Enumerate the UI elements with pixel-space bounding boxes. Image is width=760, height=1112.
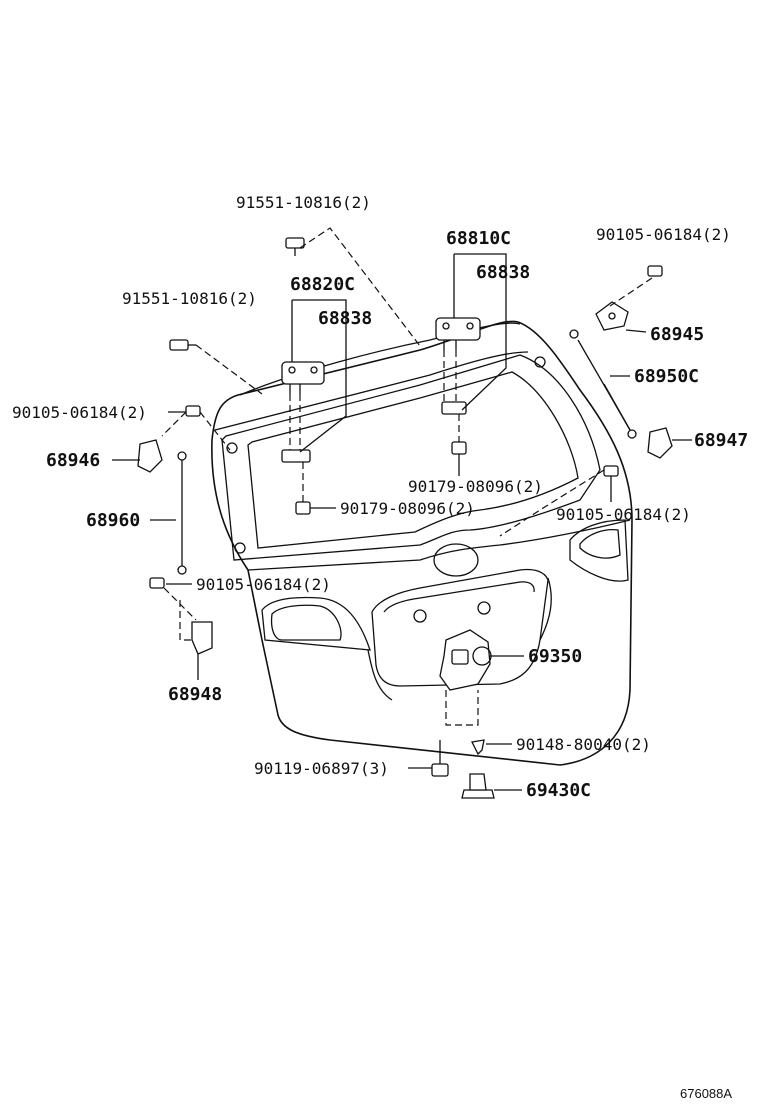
bolt-right-top-part — [647, 265, 663, 277]
bolt-lock-part — [431, 740, 449, 777]
label-bracket-r: 68945 — [650, 324, 704, 345]
label-screw: 90148-80040(2) — [516, 735, 651, 754]
bracket-right-upper-part — [595, 301, 629, 331]
label-hinge-l-sub: 68838 — [318, 308, 372, 329]
label-bolt-lock: 90119-06897(3) — [254, 759, 389, 778]
leader-lines — [112, 227, 692, 791]
label-bolt-left: 91551-10816(2) — [122, 289, 257, 308]
stay-left-part — [177, 451, 187, 575]
label-striker: 69430C — [526, 780, 591, 801]
label-bracket-l2: 68948 — [168, 684, 222, 705]
label-bracket-l: 68946 — [46, 450, 100, 471]
striker-part — [461, 773, 495, 799]
bolt-left-part — [169, 339, 196, 351]
bolt-right-mid-part — [603, 465, 619, 477]
label-bolt-right-top: 90105-06184(2) — [596, 225, 731, 244]
hinge-left-part — [281, 361, 325, 515]
label-bolt-right-mid: 90105-06184(2) — [556, 505, 691, 524]
label-bolt-left-top: 90105-06184(2) — [12, 403, 147, 422]
diagram-code: 676088A — [680, 1086, 732, 1101]
bracket-left-upper-part — [137, 439, 163, 473]
label-hinge-c: 68810C — [446, 228, 511, 249]
bolt-left-top-part — [185, 405, 201, 417]
screw-part — [471, 739, 485, 756]
label-stay-r: 68950C — [634, 366, 699, 387]
bracket-right-lower-part — [647, 427, 673, 459]
label-bolt-left-low: 90105-06184(2) — [196, 575, 331, 594]
label-nut-left: 90179-08096(2) — [340, 499, 475, 518]
label-bracket-r2: 68947 — [694, 430, 748, 451]
label-hinge-c-sub: 68838 — [476, 262, 530, 283]
label-hinge-l: 68820C — [290, 274, 355, 295]
hinge-center-part — [435, 317, 481, 455]
label-bolt-top: 91551-10816(2) — [236, 193, 371, 212]
bracket-left-lower-part — [191, 621, 213, 655]
label-lock: 69350 — [528, 646, 582, 667]
lock-assembly-part — [439, 629, 492, 726]
bolt-left-low-part — [149, 577, 165, 589]
back-door-panel — [211, 320, 633, 766]
part-labels: 91551-10816(2) 91551-10816(2) 68810C 688… — [12, 193, 748, 801]
stay-right-part — [569, 329, 637, 439]
bolt-top-part — [285, 237, 305, 256]
label-nut-center: 90179-08096(2) — [408, 477, 543, 496]
label-stay-l: 68960 — [86, 510, 140, 531]
